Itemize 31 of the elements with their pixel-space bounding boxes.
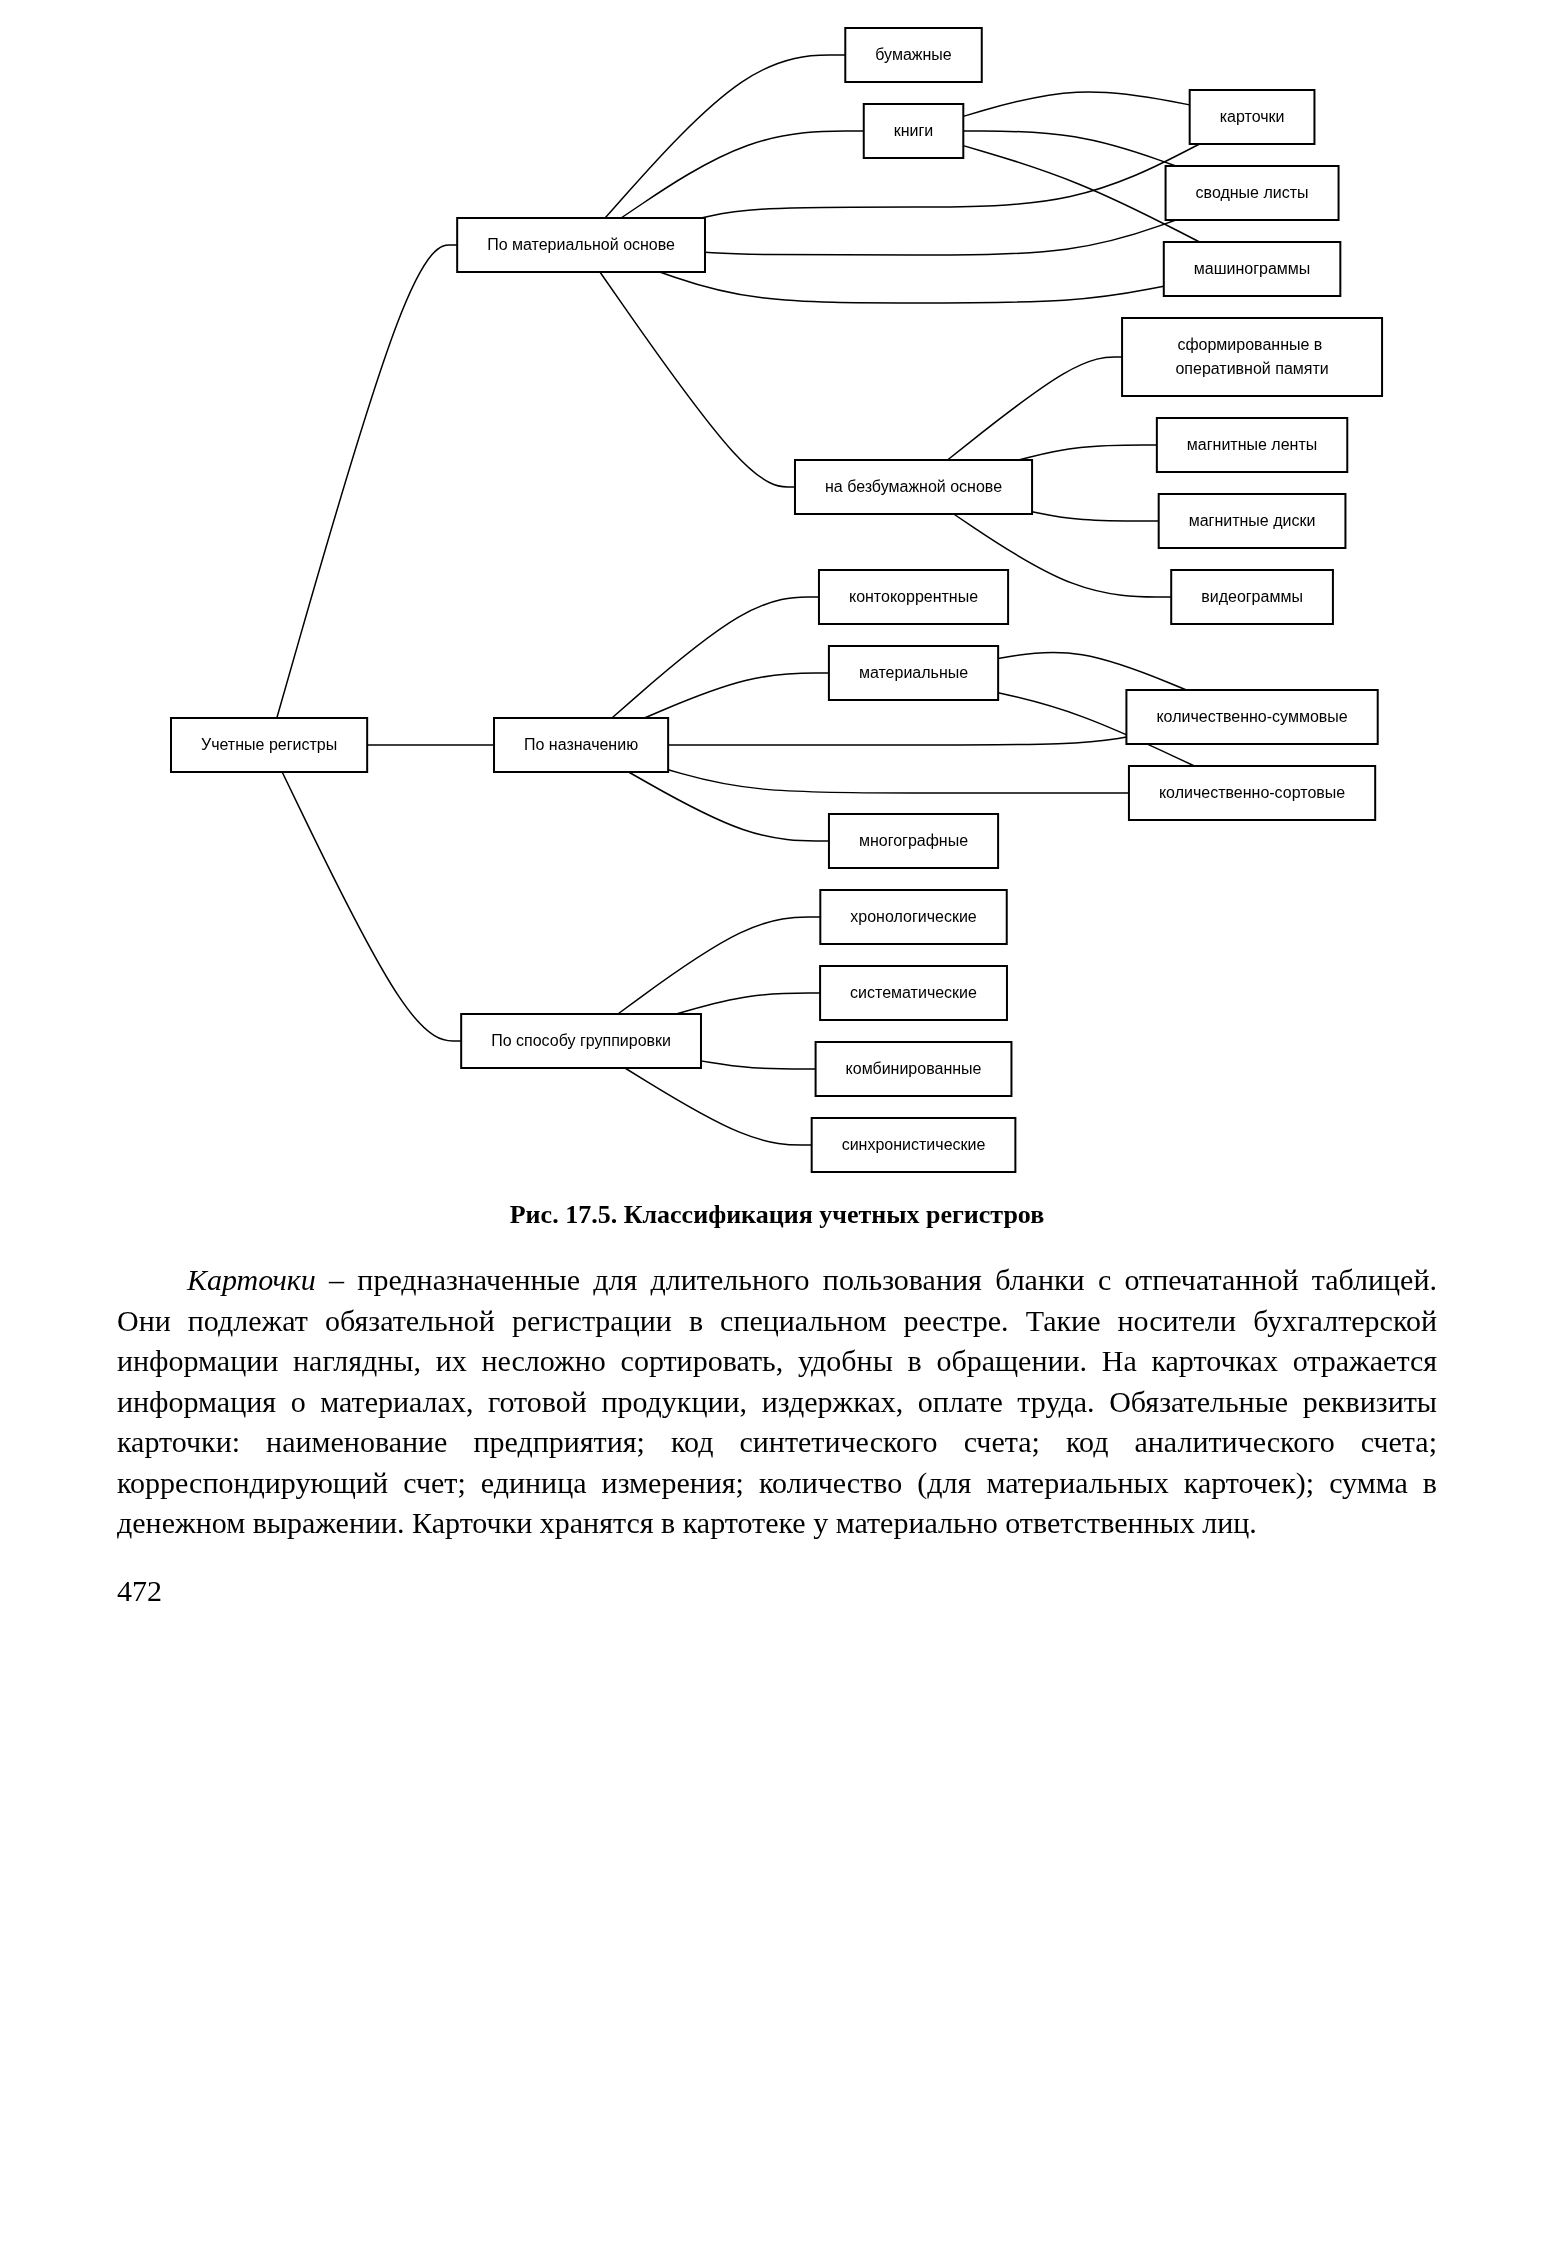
node-box: магнитные диски [1158,493,1347,549]
connector [963,144,1201,243]
connector [1031,510,1160,522]
node-box: бумажные [844,27,984,83]
node-box: материальные [828,645,1000,701]
node-box: хронологические [819,889,1009,945]
node-box: По назначению [493,717,670,773]
node-box: По материальной основе [456,217,707,273]
connector [624,1067,813,1146]
page-number: 472 [117,1573,163,1608]
figure-caption: Рис. 17.5. Классификация учетных регистров [508,1200,1046,1230]
body-paragraph: Карточки – предназначенные для длительного пользования бланки с отпечатанной таблицей. Они подлежат обязательной регистрации в специальном реестре. Такие носители бухгалтерской информации наглядны, их несложно сортировать, удобны в обращении. На карточках отражается информация о материалах, готовой продукции, издержках, оплате труда. Обязательные реквизиты карточки: наименование предприятия; код синтетического счета; код аналитического счета; корреспондирующий счет; единица измерения; количество (для материальных карточек); сумма в денежном выражении. Карточки хранятся в картотеке у материально ответственных лиц. [117,1262,1437,1541]
node-box: магнитные ленты [1156,417,1349,473]
node-box: книги [863,103,965,159]
node-box: многографные [828,813,1000,869]
node-box: сформированные в оперативной памяти [1121,317,1384,397]
node-box: количественно-суммовые [1125,689,1380,745]
node-box: на безбумажной основе [794,459,1034,515]
node-box: карточки [1189,89,1316,145]
node-box: синхронистические [811,1117,1017,1173]
node-box: сводные листы [1165,165,1340,221]
connector [620,130,865,219]
node-box: По способу группировки [460,1013,703,1069]
node-box: комбинированные [815,1041,1013,1097]
node-box: количественно-сортовые [1128,765,1377,821]
connector [963,91,1191,118]
node-box: систематические [819,965,1009,1021]
node-box: видеограммы [1170,569,1335,625]
node-box: машинограммы [1163,241,1342,297]
node-box: Учетные регистры [170,717,369,773]
node-box: контокоррентные [818,569,1010,625]
